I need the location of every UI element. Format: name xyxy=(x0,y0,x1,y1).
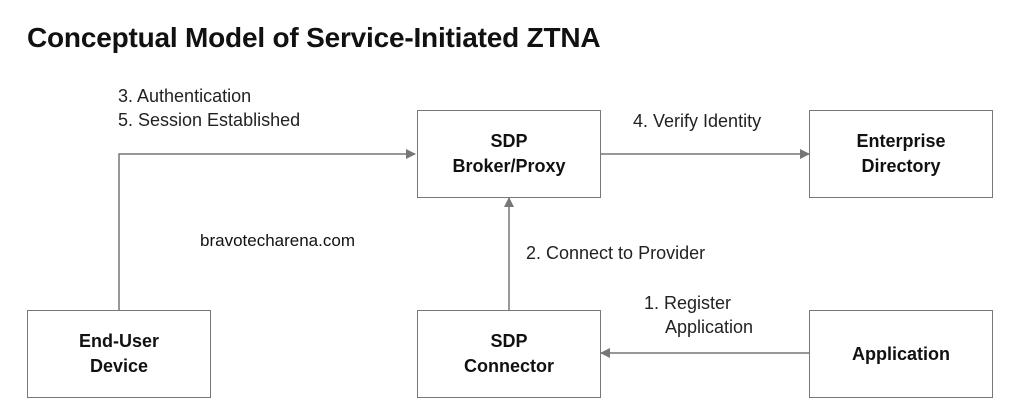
edge-register-label-line2: Application xyxy=(665,317,754,337)
edge-connect-label: 2. Connect to Provider xyxy=(526,241,705,265)
node-enduser: End-User Device xyxy=(27,310,211,398)
diagram-title: Conceptual Model of Service-Initiated ZT… xyxy=(27,22,601,53)
node-connector-line2: Connector xyxy=(464,356,554,376)
edge-auth-label-line1: 3. Authentication xyxy=(118,86,252,106)
edge-connect-label-line1: 2. Connect to Provider xyxy=(526,243,706,263)
node-directory-line1: Enterprise xyxy=(856,131,946,151)
node-application: Application xyxy=(809,310,993,398)
edge-auth-label-line2: 5. Session Established xyxy=(118,110,301,130)
node-enduser-line2: Device xyxy=(89,356,149,376)
node-enduser-line1: End-User xyxy=(78,331,159,351)
node-application-line1: Application xyxy=(852,343,950,364)
edge-register-label: 1. Register Application xyxy=(644,291,753,339)
edge-verify-label-line1: 4. Verify Identity xyxy=(633,111,762,131)
watermark-text: bravotecharena.com xyxy=(200,231,355,250)
node-broker-line1: SDP xyxy=(490,131,528,151)
edge-auth-arrow xyxy=(118,149,416,310)
node-connector-line1: SDP xyxy=(490,331,528,351)
edge-verify-label: 4. Verify Identity xyxy=(633,109,761,133)
node-directory: Enterprise Directory xyxy=(809,110,993,198)
node-broker-line2: Broker/Proxy xyxy=(452,156,566,176)
node-broker: SDP Broker/Proxy xyxy=(417,110,601,198)
edge-auth-label: 3. Authentication 5. Session Established xyxy=(118,84,300,132)
edge-register-label-line1: 1. Register xyxy=(644,293,732,313)
node-connector: SDP Connector xyxy=(417,310,601,398)
node-directory-line2: Directory xyxy=(861,156,941,176)
